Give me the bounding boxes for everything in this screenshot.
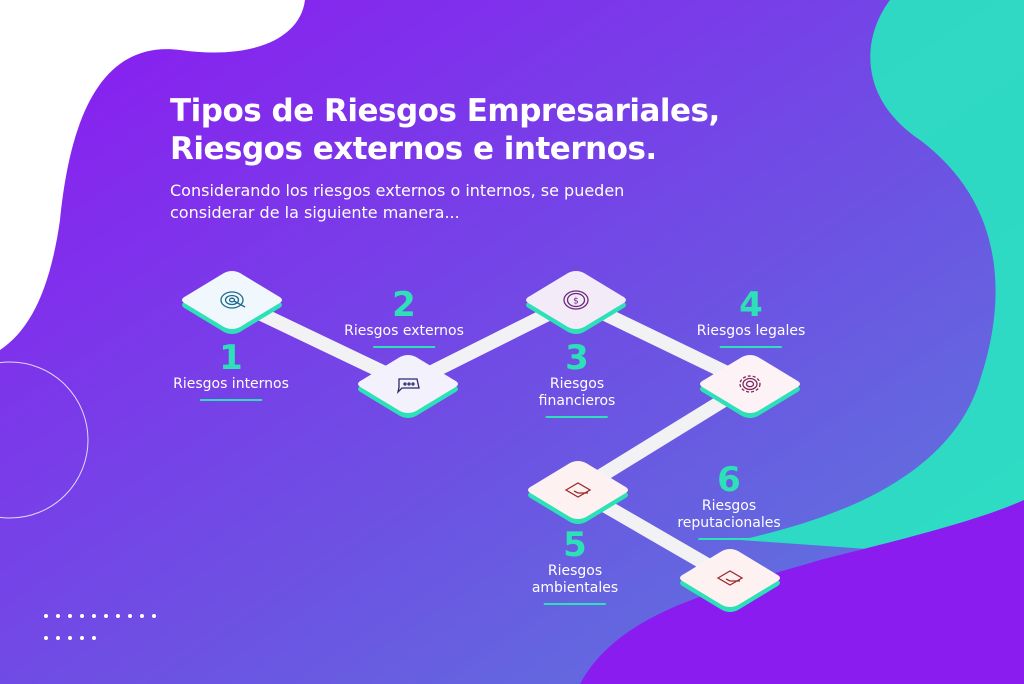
teal-blob — [740, 0, 1024, 560]
svg-text:$: $ — [573, 297, 579, 307]
step-3-tile: $ — [526, 271, 626, 334]
step-label: Riesgos — [701, 498, 757, 514]
step-label: Riesgos — [547, 563, 603, 579]
target-icon — [220, 291, 246, 309]
circle-outline — [0, 361, 89, 519]
envelope-icon — [564, 482, 592, 498]
step-label: Riesgos legales — [696, 323, 806, 339]
dollar-coin-icon: $ — [563, 290, 589, 310]
title-line-2: Riesgos externos e internos. — [170, 131, 657, 167]
step-number: 2 — [392, 285, 416, 325]
chat-bubble-icon — [396, 378, 420, 394]
subtitle-line-2: considerar de la siguiente manera... — [170, 203, 460, 222]
underline — [546, 416, 608, 418]
subtitle-line-1: Considerando los riesgos externos o inte… — [170, 181, 625, 200]
white-blob — [0, 0, 305, 350]
underline — [373, 346, 435, 348]
step-number: 1 — [219, 338, 243, 378]
page-title: Tipos de Riesgos Empresariales,Riesgos e… — [170, 92, 720, 168]
underline — [199, 399, 262, 401]
step-6-tile — [680, 549, 780, 612]
step-label-2: financieros — [538, 393, 616, 409]
step-label-2: ambientales — [531, 580, 619, 596]
step-label: Riesgos — [549, 376, 605, 392]
underline — [720, 346, 782, 348]
step-2-tile — [358, 355, 458, 418]
step-4-tile — [700, 355, 800, 418]
step-number: 3 — [565, 338, 589, 378]
step-1-tile — [182, 271, 282, 334]
envelope-icon — [716, 570, 744, 586]
underline — [543, 603, 606, 605]
subtitle: Considerando los riesgos externos o inte… — [170, 180, 624, 224]
title-line-1: Tipos de Riesgos Empresariales, — [170, 93, 720, 129]
underline — [697, 538, 760, 540]
step-number: 6 — [717, 460, 741, 500]
step-number: 5 — [563, 525, 587, 565]
dot-pattern — [44, 614, 264, 658]
gear-icon — [739, 375, 761, 393]
step-number: 4 — [739, 285, 763, 325]
purple-blob — [580, 500, 1024, 684]
step-label-2: reputacionales — [677, 515, 781, 531]
step-label: Riesgos externos — [344, 323, 464, 339]
step-5-tile — [528, 461, 628, 524]
step-label: Riesgos internos — [173, 376, 289, 392]
